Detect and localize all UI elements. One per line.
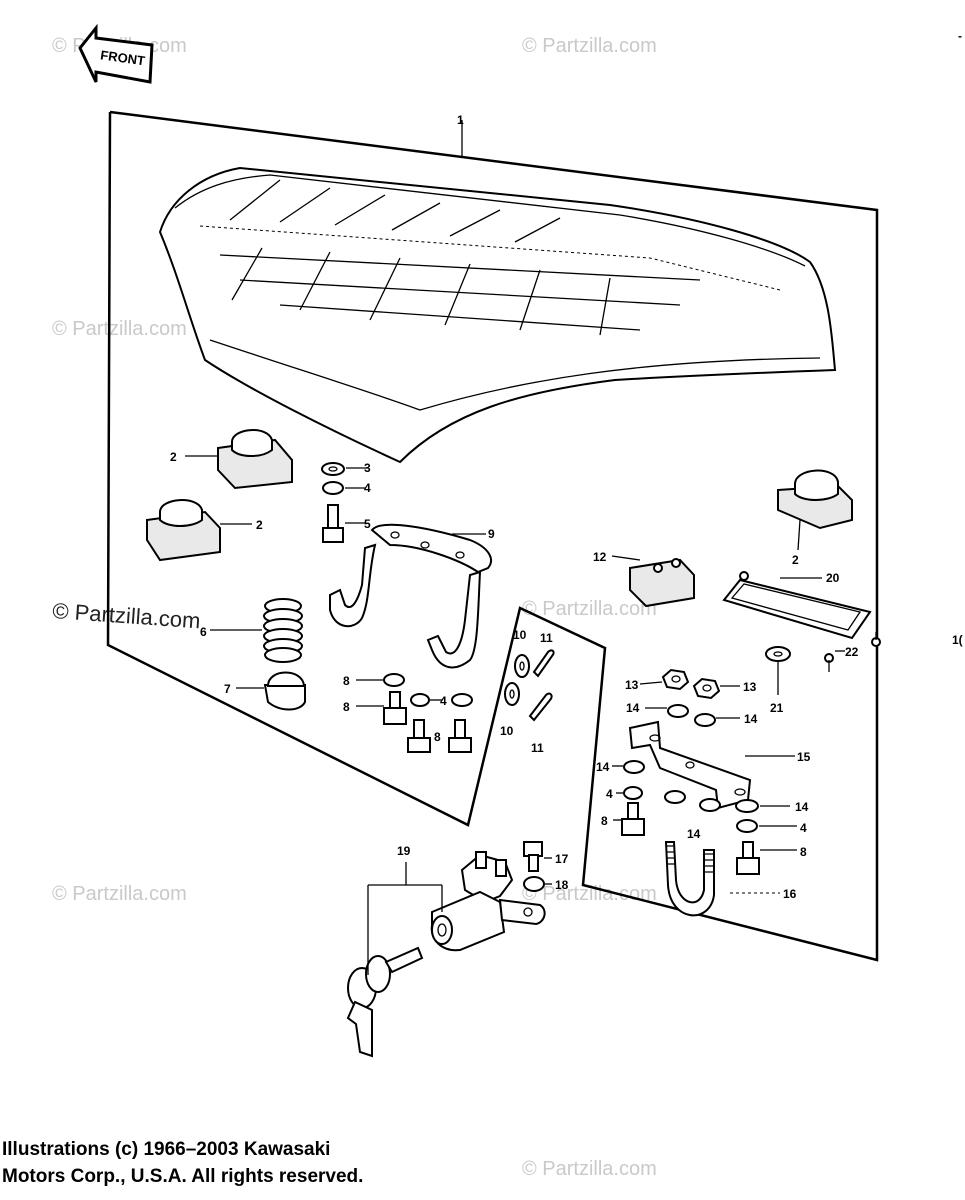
callout-2a: 2 bbox=[170, 450, 177, 464]
washer-4c bbox=[451, 693, 473, 707]
callout-19: 19 bbox=[397, 844, 411, 858]
callout-3: 3 bbox=[364, 461, 371, 475]
callout-6: 6 bbox=[200, 625, 207, 639]
callout-15: 15 bbox=[797, 750, 811, 764]
front-label: FRONT bbox=[99, 47, 145, 68]
callout-16: 16 bbox=[783, 887, 797, 901]
washer-3 bbox=[321, 462, 345, 476]
rubber-block-left-bottom bbox=[146, 499, 221, 562]
callout-4b: 4 bbox=[440, 694, 447, 708]
copyright-notice: Illustrations (c) 1966–2003 Kawasaki Mot… bbox=[2, 1136, 602, 1190]
tray-20 bbox=[722, 571, 872, 640]
washer-10a bbox=[514, 654, 530, 678]
washer-8a bbox=[383, 673, 405, 687]
washer-4b bbox=[410, 693, 430, 707]
damper-12 bbox=[629, 558, 695, 608]
svg-text:-: - bbox=[958, 29, 962, 43]
callout-7: 7 bbox=[224, 682, 231, 696]
screw-22a bbox=[824, 653, 834, 672]
bolt-8b bbox=[383, 691, 407, 725]
seat-lock-19 bbox=[430, 851, 546, 952]
callout-12: 12 bbox=[593, 550, 607, 564]
copyright-line-1: Illustrations (c) 1966–2003 Kawasaki bbox=[2, 1139, 331, 1160]
watermark-6: © Partzilla.com bbox=[52, 883, 187, 905]
callout-14a: 14 bbox=[626, 701, 640, 715]
callout-1: 1 bbox=[457, 113, 464, 127]
bolt-17 bbox=[523, 841, 543, 872]
assembly-frame bbox=[109, 110, 879, 612]
washer-14b bbox=[694, 713, 716, 727]
callout-18: 18 bbox=[555, 878, 569, 892]
callout-14e: 14 bbox=[795, 800, 809, 814]
washer-21 bbox=[765, 646, 791, 662]
watermark-2: © Partzilla.com bbox=[522, 35, 657, 57]
washer-4e bbox=[736, 819, 758, 833]
callout-8b: 8 bbox=[343, 700, 350, 714]
watermark-3: © Partzilla.com bbox=[52, 318, 187, 340]
callout-8a: 8 bbox=[343, 674, 350, 688]
bolt-8d bbox=[448, 719, 472, 753]
front-arrow-icon: FRONT bbox=[78, 23, 154, 84]
nut-13a bbox=[661, 668, 690, 691]
callout-21: 21 bbox=[770, 701, 784, 715]
washer-14a bbox=[667, 704, 689, 718]
washer-10b bbox=[504, 682, 520, 706]
bracket-15 bbox=[628, 720, 752, 810]
cotter-pin-11a bbox=[532, 649, 555, 678]
callout-2b: 2 bbox=[256, 518, 263, 532]
washer-14f bbox=[735, 799, 759, 813]
washer-4a bbox=[322, 481, 344, 495]
washer-4d bbox=[623, 786, 643, 800]
bolt-8e bbox=[621, 802, 645, 836]
spring-6 bbox=[263, 598, 303, 663]
washer-14d bbox=[664, 790, 686, 804]
rubber-block-right bbox=[777, 469, 853, 530]
callout-22: 22 bbox=[845, 645, 859, 659]
callout-13b: 13 bbox=[743, 680, 757, 694]
callout-10a: 10 bbox=[513, 628, 527, 642]
spring-cap-7 bbox=[263, 671, 306, 711]
callout-5: 5 bbox=[364, 517, 371, 531]
copyright-line-2: Motors Corp., U.S.A. All rights reserved… bbox=[2, 1166, 364, 1187]
callout-20: 20 bbox=[826, 571, 840, 585]
bolt-8f bbox=[736, 841, 760, 875]
cotter-pin-11b bbox=[528, 692, 553, 722]
callout-14b: 14 bbox=[744, 712, 758, 726]
callout-4c: 4 bbox=[606, 787, 613, 801]
seat-part bbox=[158, 166, 837, 464]
callout-10b: 10 bbox=[500, 724, 514, 738]
washer-14c bbox=[623, 760, 645, 774]
callout-2c: 2 bbox=[792, 553, 799, 567]
washer-18 bbox=[523, 876, 545, 892]
callout-11a: 11 bbox=[540, 631, 553, 645]
callout-14c: 14 bbox=[596, 760, 610, 774]
bolt-5 bbox=[322, 504, 344, 543]
callout-4d: 4 bbox=[800, 821, 807, 835]
u-bolt-16 bbox=[664, 841, 715, 917]
watermark-7: © Partzilla.com bbox=[522, 883, 657, 905]
watermark-dark: © Partzilla.com bbox=[52, 598, 202, 633]
callout-17: 17 bbox=[555, 852, 569, 866]
edge-label: 1( bbox=[952, 633, 963, 647]
screw-22b bbox=[871, 632, 881, 647]
bolt-8c bbox=[407, 719, 431, 753]
watermark-8: © Partzilla.com bbox=[522, 1158, 657, 1180]
washer-14e bbox=[699, 798, 721, 812]
callout-13a: 13 bbox=[625, 678, 639, 692]
rubber-block-left-top bbox=[217, 429, 293, 490]
grab-bracket-9 bbox=[329, 523, 492, 669]
watermark-5: © Partzilla.com bbox=[522, 598, 657, 620]
callout-11b: 11 bbox=[531, 741, 544, 755]
callout-4a: 4 bbox=[364, 481, 371, 495]
callout-8d: 8 bbox=[601, 814, 608, 828]
callout-8e: 8 bbox=[800, 845, 807, 859]
callout-9: 9 bbox=[488, 527, 495, 541]
key-icon bbox=[346, 946, 424, 1058]
callout-14d: 14 bbox=[687, 827, 701, 841]
callout-8c: 8 bbox=[434, 730, 441, 744]
nut-13b bbox=[692, 677, 721, 700]
